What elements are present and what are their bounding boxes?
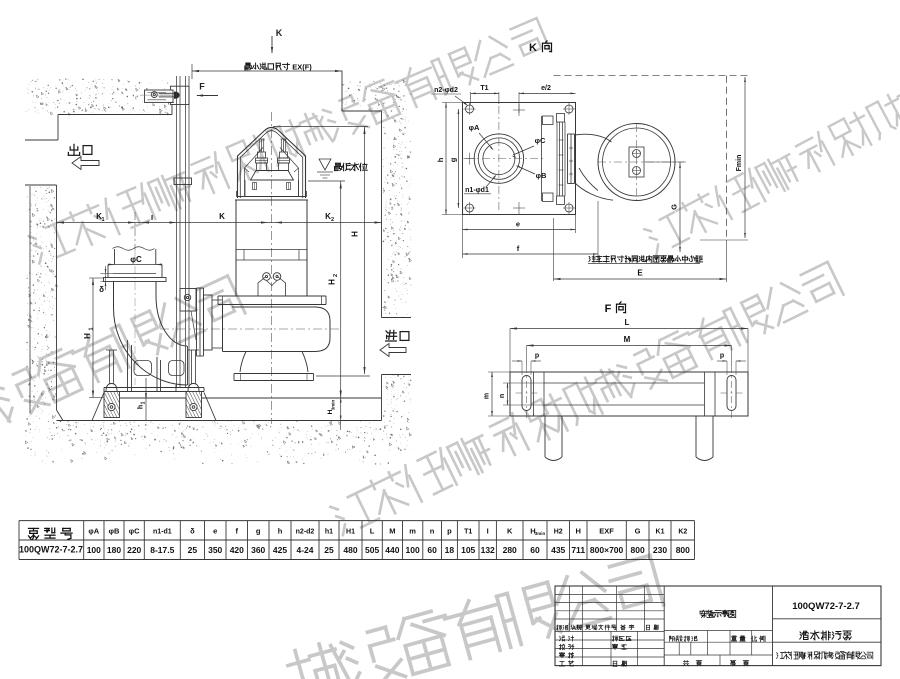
svg-text:e: e bbox=[213, 527, 217, 536]
svg-text:60: 60 bbox=[427, 545, 437, 555]
svg-text:H: H bbox=[575, 527, 580, 536]
svg-text:K: K bbox=[276, 28, 283, 38]
svg-text:L: L bbox=[370, 527, 375, 536]
svg-text:1: 1 bbox=[101, 217, 104, 223]
svg-text:δ: δ bbox=[99, 285, 104, 294]
svg-text:φC: φC bbox=[130, 255, 142, 264]
svg-text:800: 800 bbox=[631, 545, 645, 555]
svg-text:18: 18 bbox=[445, 545, 455, 555]
svg-text:H: H bbox=[530, 527, 535, 536]
svg-text:e/2: e/2 bbox=[541, 85, 551, 92]
svg-text:h1: h1 bbox=[325, 529, 333, 536]
svg-text:φB: φB bbox=[109, 527, 120, 536]
svg-text:φA: φA bbox=[469, 123, 480, 132]
svg-text:100: 100 bbox=[406, 545, 420, 555]
svg-text:g: g bbox=[256, 527, 261, 536]
svg-text:m: m bbox=[409, 527, 416, 536]
svg-text:800×700: 800×700 bbox=[590, 545, 624, 555]
svg-text:505: 505 bbox=[365, 545, 379, 555]
svg-text:H: H bbox=[83, 333, 92, 339]
svg-text:H: H bbox=[328, 279, 337, 285]
svg-text:132: 132 bbox=[481, 545, 495, 555]
svg-text:280: 280 bbox=[503, 545, 517, 555]
svg-text:1: 1 bbox=[141, 401, 147, 404]
svg-text:230: 230 bbox=[653, 545, 667, 555]
svg-text:g: g bbox=[448, 157, 457, 162]
svg-text:n: n bbox=[430, 527, 435, 536]
svg-text:100: 100 bbox=[87, 545, 101, 555]
svg-text:h: h bbox=[278, 527, 283, 536]
svg-text:n: n bbox=[499, 394, 506, 398]
svg-text:435: 435 bbox=[551, 545, 565, 555]
svg-text:3min: 3min bbox=[535, 531, 546, 536]
svg-text:H2: H2 bbox=[554, 529, 563, 536]
svg-text:M: M bbox=[389, 527, 395, 536]
svg-text:360: 360 bbox=[251, 545, 265, 555]
svg-text:T1: T1 bbox=[464, 529, 472, 536]
svg-text:480: 480 bbox=[343, 545, 357, 555]
svg-text:EX(F): EX(F) bbox=[292, 63, 312, 72]
svg-text:Fmin: Fmin bbox=[736, 155, 743, 172]
svg-text:n1-d1: n1-d1 bbox=[153, 529, 172, 536]
svg-text:E: E bbox=[637, 269, 643, 278]
svg-text:K: K bbox=[325, 212, 331, 221]
svg-text:n2-d2: n2-d2 bbox=[296, 529, 315, 536]
svg-text:e: e bbox=[516, 220, 520, 229]
svg-text:φA: φA bbox=[88, 527, 99, 536]
svg-text:L: L bbox=[625, 318, 630, 327]
svg-text:2: 2 bbox=[331, 217, 334, 223]
svg-text:100QW72-7-2.7: 100QW72-7-2.7 bbox=[19, 545, 83, 555]
svg-text:G: G bbox=[670, 204, 679, 210]
svg-text:K: K bbox=[507, 527, 513, 536]
svg-text:100QW72-7-2.7: 100QW72-7-2.7 bbox=[792, 601, 860, 612]
svg-text:105: 105 bbox=[461, 545, 475, 555]
svg-text:p: p bbox=[447, 527, 452, 536]
svg-text:h: h bbox=[138, 405, 145, 409]
svg-text:f: f bbox=[236, 527, 239, 536]
svg-text:H: H bbox=[351, 231, 360, 237]
svg-text:T1: T1 bbox=[480, 85, 488, 92]
svg-text:8-17.5: 8-17.5 bbox=[150, 545, 174, 555]
svg-text:G: G bbox=[635, 527, 641, 536]
svg-text:180: 180 bbox=[107, 545, 121, 555]
svg-text:K: K bbox=[219, 212, 225, 221]
svg-text:p: p bbox=[720, 353, 724, 360]
svg-text:f: f bbox=[517, 244, 520, 253]
svg-text:φC: φC bbox=[535, 136, 546, 145]
svg-text:425: 425 bbox=[273, 545, 287, 555]
svg-text:H: H bbox=[327, 409, 334, 414]
svg-text:25: 25 bbox=[324, 545, 334, 555]
svg-text:M: M bbox=[624, 335, 631, 344]
svg-text:EXF: EXF bbox=[599, 527, 614, 536]
svg-text:m: m bbox=[484, 393, 491, 399]
svg-text:K: K bbox=[96, 212, 102, 221]
svg-text:1: 1 bbox=[89, 327, 95, 330]
svg-text:711: 711 bbox=[571, 545, 585, 555]
svg-text:H1: H1 bbox=[346, 529, 355, 536]
svg-text:60: 60 bbox=[530, 545, 540, 555]
svg-text:2: 2 bbox=[333, 274, 339, 277]
svg-text:p: p bbox=[535, 353, 539, 360]
svg-text:800: 800 bbox=[676, 545, 690, 555]
svg-text:25: 25 bbox=[188, 545, 198, 555]
svg-text:n1-φd1: n1-φd1 bbox=[465, 187, 489, 194]
svg-text:n2-φd2: n2-φd2 bbox=[434, 87, 458, 94]
svg-text:420: 420 bbox=[230, 545, 244, 555]
svg-text:220: 220 bbox=[127, 545, 141, 555]
svg-text:3min: 3min bbox=[331, 400, 336, 411]
svg-text:I: I bbox=[487, 527, 489, 536]
svg-text:I: I bbox=[151, 213, 153, 222]
svg-text:K: K bbox=[529, 42, 537, 54]
svg-text:K1: K1 bbox=[656, 529, 665, 536]
svg-text:h: h bbox=[436, 157, 445, 162]
svg-text:4-24: 4-24 bbox=[296, 545, 313, 555]
svg-text:350: 350 bbox=[208, 545, 222, 555]
svg-text:φC: φC bbox=[129, 527, 140, 536]
svg-text:F: F bbox=[605, 303, 612, 315]
svg-text:440: 440 bbox=[385, 545, 399, 555]
svg-text:K2: K2 bbox=[678, 529, 687, 536]
svg-text:F: F bbox=[199, 82, 205, 92]
svg-text:δ: δ bbox=[190, 527, 195, 536]
